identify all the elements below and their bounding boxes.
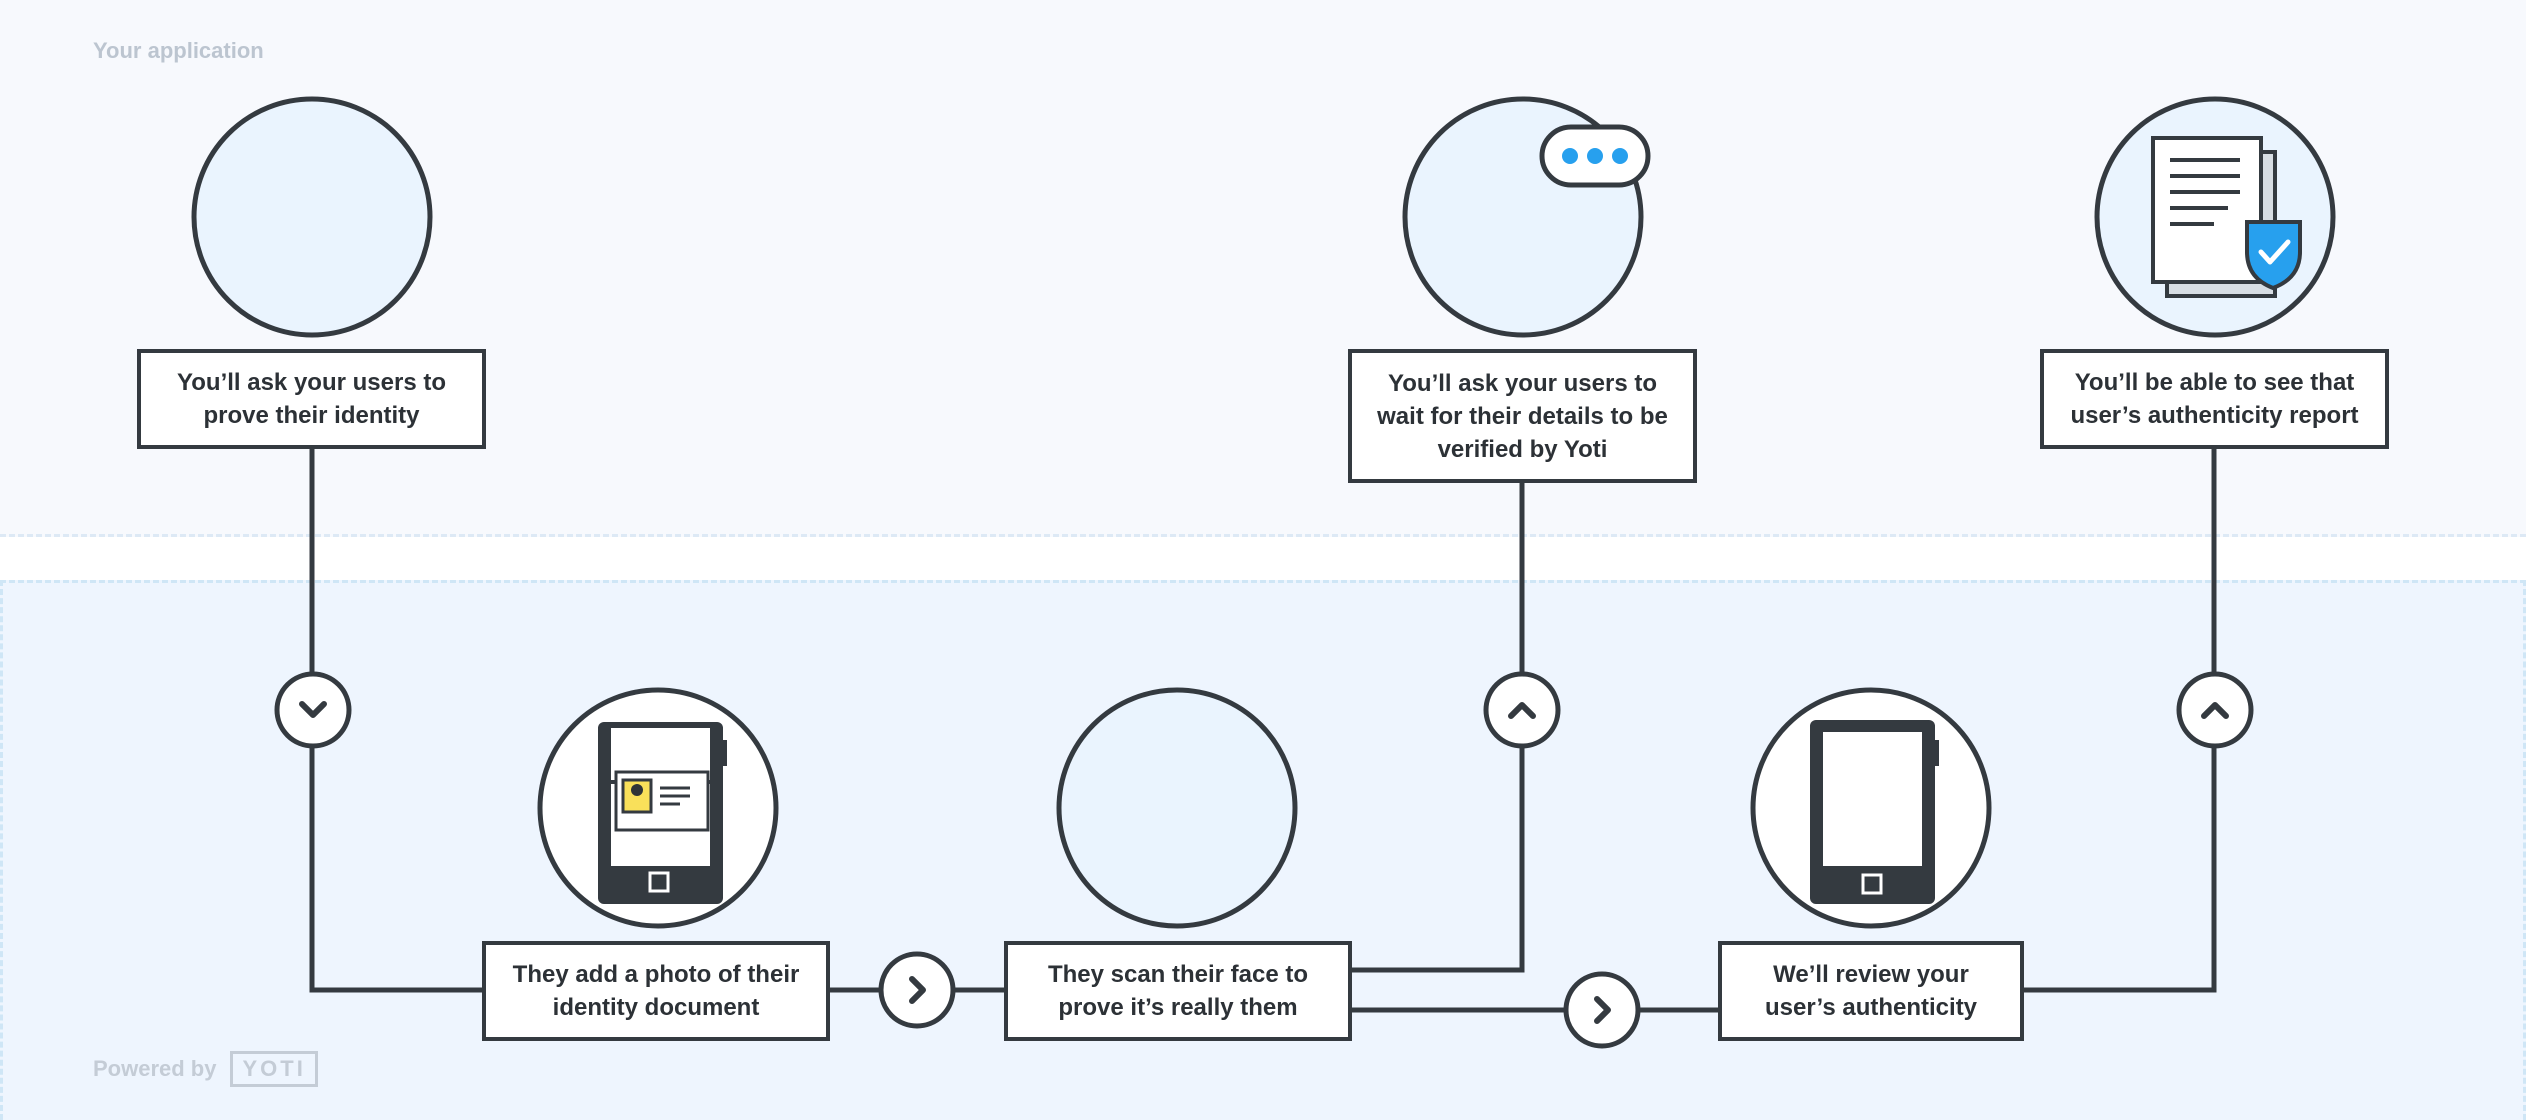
step-see-report: You’ll be able to see that user’s authen… (2040, 349, 2389, 449)
person-waiting-icon (1402, 96, 1651, 338)
chevron-up-icon[interactable] (1483, 671, 1561, 749)
yoti-logo: YOTI (230, 1051, 318, 1087)
person-avatar-icon (191, 96, 433, 338)
report-document-shield-icon (2094, 96, 2336, 338)
step-review: We’ll review your user’s authenticity (1718, 941, 2024, 1041)
connector-lines (309, 448, 2217, 1013)
chevron-right-icon[interactable] (1563, 971, 1641, 1049)
person-selfie-icon (1056, 687, 1298, 929)
phone-face-review-icon (1750, 687, 1992, 929)
chevron-up-icon[interactable] (2176, 671, 2254, 749)
chevron-right-icon[interactable] (878, 951, 956, 1029)
step-ask-prove: You’ll ask your users to prove their ide… (137, 349, 486, 449)
phone-id-document-icon (537, 687, 779, 929)
chevron-down-icon[interactable] (274, 671, 352, 749)
step-scan-face: They scan their face to prove it’s reall… (1004, 941, 1352, 1041)
step-add-photo: They add a photo of their identity docum… (482, 941, 830, 1041)
powered-by-label: Powered by (93, 1056, 217, 1081)
zone-label: Your application (93, 38, 264, 63)
powered-by: Powered by YOTI (93, 1051, 318, 1087)
step-wait-verify: You’ll ask your users to wait for their … (1348, 349, 1697, 483)
